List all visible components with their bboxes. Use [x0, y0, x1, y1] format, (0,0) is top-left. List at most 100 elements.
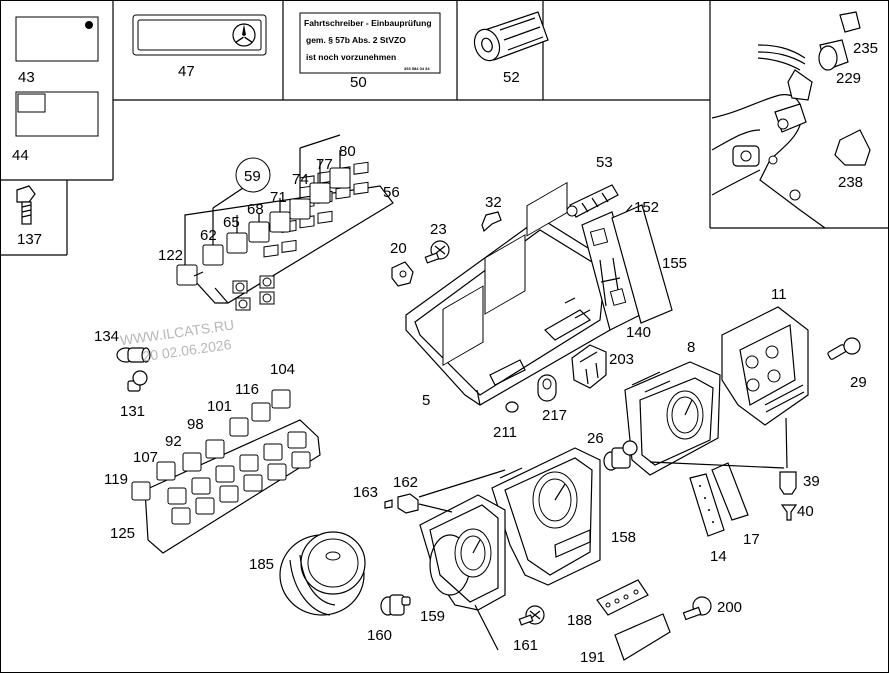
part-200[interactable]	[682, 596, 712, 621]
label-203: 203	[609, 351, 634, 368]
part-160[interactable]	[380, 594, 411, 616]
label-217: 217	[542, 407, 567, 424]
sticker-50-line1: Fahrtschreiber - Einbauprüfung	[304, 18, 432, 28]
part-5-instrument-cluster-housing[interactable]	[405, 181, 621, 406]
label-52: 52	[503, 69, 520, 86]
label-163: 163	[353, 484, 378, 501]
part-161[interactable]	[518, 605, 545, 626]
part-203[interactable]	[571, 344, 607, 389]
label-11: 11	[771, 286, 787, 303]
label-23: 23	[430, 221, 447, 238]
sticker-50-line2: gem. § 57b Abs. 2 StVZO	[306, 35, 406, 45]
label-137: 137	[17, 231, 42, 248]
part-8-tachometer[interactable]	[624, 361, 721, 476]
part-158-speedometer[interactable]	[491, 447, 601, 586]
label-17: 17	[743, 531, 760, 548]
label-43: 43	[18, 69, 35, 86]
label-161: 161	[513, 637, 538, 654]
switch-buttons-lower[interactable]	[131, 389, 291, 501]
part-39[interactable]	[779, 471, 797, 495]
label-200: 200	[717, 599, 742, 616]
part-229-235-238-assembly[interactable]	[711, 11, 871, 229]
label-159: 159	[420, 608, 445, 625]
part-40[interactable]	[780, 504, 798, 521]
label-59: 59	[244, 168, 261, 185]
label-185: 185	[249, 556, 274, 573]
part-20[interactable]	[391, 261, 414, 287]
part-134[interactable]	[116, 347, 151, 363]
part-188[interactable]	[596, 579, 649, 616]
label-131: 131	[120, 403, 145, 420]
part-23[interactable]	[424, 240, 450, 264]
label-155: 155	[662, 255, 687, 272]
part-162[interactable]	[397, 493, 419, 514]
label-119: 119	[104, 471, 128, 488]
label-80: 80	[339, 143, 356, 160]
label-122: 122	[158, 247, 183, 264]
label-39: 39	[803, 473, 820, 490]
label-158: 158	[611, 529, 636, 546]
label-116: 116	[235, 381, 259, 398]
label-5: 5	[422, 392, 430, 409]
label-229: 229	[836, 70, 861, 87]
part-131[interactable]	[127, 370, 148, 392]
part-47[interactable]	[132, 14, 267, 56]
part-26[interactable]	[603, 440, 638, 471]
part-155[interactable]	[611, 204, 673, 324]
part-14[interactable]	[689, 473, 725, 537]
label-68: 68	[247, 201, 264, 218]
part-137[interactable]	[16, 185, 36, 225]
part-44[interactable]	[15, 91, 99, 137]
label-40: 40	[797, 503, 814, 520]
part-159-gauge[interactable]	[419, 494, 506, 651]
label-53: 53	[596, 154, 613, 171]
label-62: 62	[200, 227, 217, 244]
sticker-50-code: 393 584 04 34	[404, 66, 430, 71]
label-134: 134	[94, 328, 119, 345]
part-185[interactable]	[279, 531, 366, 616]
part-217[interactable]	[537, 374, 557, 402]
label-65: 65	[223, 214, 240, 231]
part-211[interactable]	[505, 401, 519, 413]
label-140: 140	[626, 324, 651, 341]
label-32: 32	[485, 194, 502, 211]
switch-buttons[interactable]	[176, 134, 351, 286]
label-160: 160	[367, 627, 392, 644]
part-43[interactable]	[15, 16, 99, 62]
part-125-switch-panel[interactable]	[144, 419, 321, 554]
leader-162-b	[418, 503, 453, 513]
label-162: 162	[393, 474, 418, 491]
leader-39-a	[649, 461, 785, 469]
leader-39-b	[785, 417, 788, 469]
label-238: 238	[838, 174, 863, 191]
part-140[interactable]	[581, 211, 641, 331]
part-32[interactable]	[481, 211, 502, 233]
label-47: 47	[178, 63, 195, 80]
callout-circle-59	[235, 157, 271, 193]
part-191[interactable]	[614, 613, 671, 661]
label-125: 125	[110, 525, 135, 542]
part-53[interactable]	[566, 184, 619, 218]
label-71: 71	[270, 189, 287, 206]
label-104: 104	[270, 361, 295, 378]
part-29[interactable]	[827, 337, 861, 360]
label-152: 152	[634, 199, 659, 216]
label-211: 211	[493, 424, 517, 441]
label-50: 50	[350, 74, 367, 91]
label-8: 8	[687, 339, 695, 356]
label-235: 235	[853, 40, 878, 57]
label-44: 44	[12, 147, 29, 164]
part-52[interactable]	[470, 11, 549, 64]
part-152[interactable]	[625, 204, 633, 213]
label-29: 29	[850, 374, 867, 391]
part-163[interactable]	[384, 499, 393, 509]
part-11-cluster[interactable]	[721, 306, 809, 426]
label-92: 92	[165, 433, 182, 450]
part-number-labels: 43 44 47 50 52 235 229 238 137 59 80 77 …	[12, 40, 878, 666]
label-191: 191	[580, 649, 605, 666]
label-20: 20	[390, 240, 407, 257]
label-188: 188	[567, 612, 592, 629]
label-26: 26	[587, 430, 604, 447]
label-98: 98	[187, 416, 204, 433]
sticker-50: Fahrtschreiber - Einbauprüfung gem. § 57…	[299, 12, 441, 74]
